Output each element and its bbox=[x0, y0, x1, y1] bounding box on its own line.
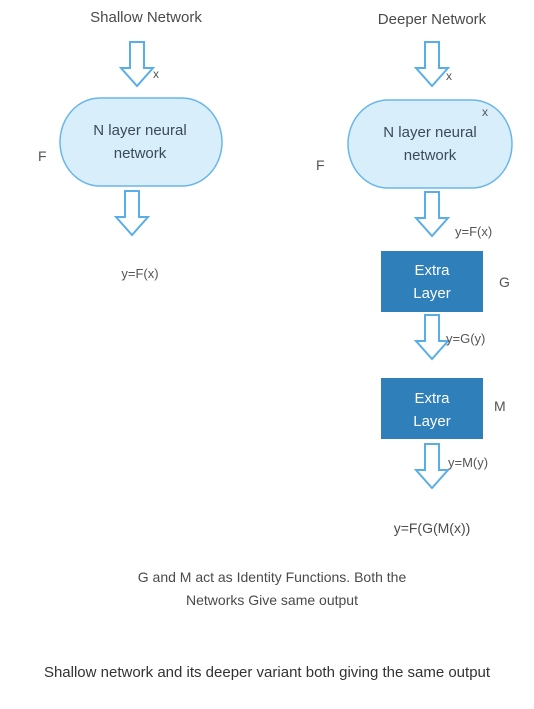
deep-input-label: x bbox=[446, 69, 452, 83]
shallow-node-line2: network bbox=[114, 145, 167, 162]
layer-m-line2: Layer bbox=[413, 413, 451, 430]
shallow-output-arrow bbox=[115, 190, 149, 236]
deep-arrow-2 bbox=[415, 314, 449, 360]
deep-node-line2: network bbox=[404, 147, 457, 164]
note-line1: G and M act as Identity Functions. Both … bbox=[138, 569, 407, 585]
deep-node-line1: N layer neural bbox=[383, 124, 476, 141]
extra-layer-m bbox=[381, 378, 483, 439]
extra-layer-g bbox=[381, 251, 483, 312]
shallow-input-label: x bbox=[153, 67, 159, 81]
deep-out-1: y=F(x) bbox=[455, 224, 492, 239]
deep-node-x-label: x bbox=[482, 105, 488, 119]
figure-caption: Shallow network and its deeper variant b… bbox=[43, 664, 491, 681]
deep-out-3: y=M(y) bbox=[448, 455, 488, 470]
deep-arrow-1 bbox=[415, 191, 449, 237]
layer-m-side-label: M bbox=[494, 398, 506, 414]
shallow-network-node bbox=[59, 97, 223, 187]
deep-input-arrow bbox=[415, 41, 449, 87]
deep-final-output: y=F(G(M(x)) bbox=[394, 520, 471, 536]
layer-g-side-label: G bbox=[499, 274, 510, 290]
note-line2: Networks Give same output bbox=[186, 592, 358, 608]
shallow-node-line1: N layer neural bbox=[93, 122, 186, 139]
deep-out-2: y=G(y) bbox=[446, 331, 485, 346]
layer-m-line1: Extra bbox=[414, 390, 450, 407]
deep-arrow-3 bbox=[415, 443, 449, 489]
deep-title: Deeper Network bbox=[378, 11, 487, 28]
deep-side-label: F bbox=[316, 157, 325, 173]
shallow-title: Shallow Network bbox=[90, 9, 202, 26]
shallow-input-arrow bbox=[120, 41, 154, 87]
layer-g-line1: Extra bbox=[414, 262, 450, 279]
shallow-output: y=F(x) bbox=[121, 266, 158, 281]
layer-g-line2: Layer bbox=[413, 285, 451, 302]
deep-network-node bbox=[347, 99, 513, 189]
shallow-side-label: F bbox=[38, 148, 47, 164]
